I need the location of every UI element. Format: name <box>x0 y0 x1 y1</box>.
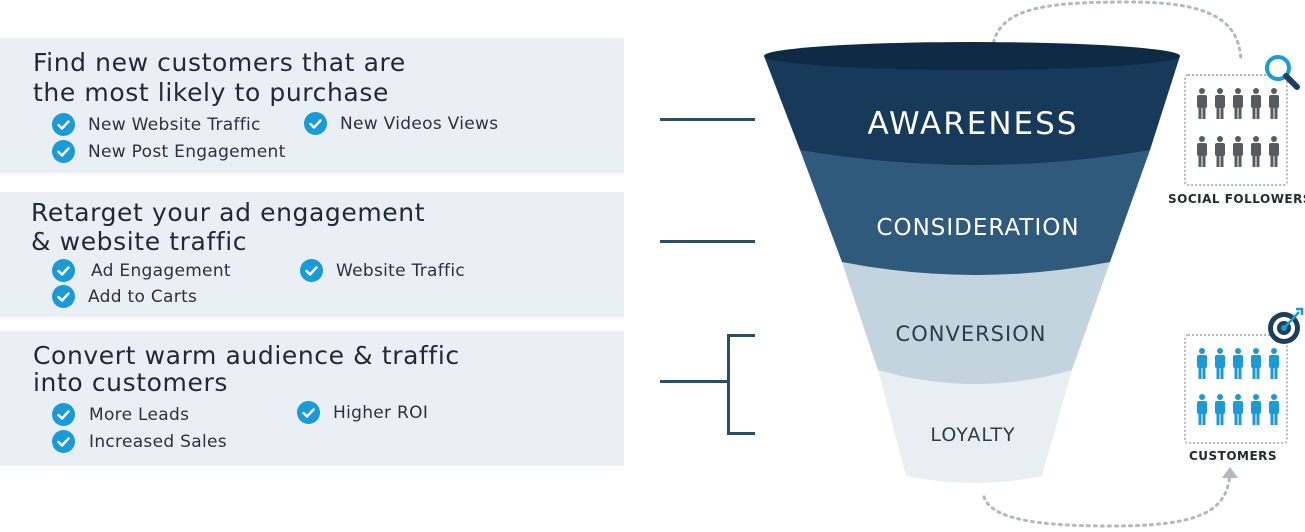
benefit-item: New Videos Views <box>304 112 498 135</box>
benefit-label: New Videos Views <box>340 113 499 134</box>
panel-convert: Convert warm audience & traffic into cus… <box>0 331 624 466</box>
check-circle-icon <box>52 259 75 282</box>
funnel-label-consideration: CONSIDERATION <box>876 215 1079 241</box>
check-circle-icon <box>52 285 75 308</box>
person-icon <box>1197 348 1279 425</box>
check-circle-icon <box>52 140 75 163</box>
panel-find-customers: Find new customers that are the most lik… <box>0 38 624 173</box>
check-circle-icon <box>304 112 327 135</box>
connector-bracket-top <box>727 334 755 337</box>
benefit-label: New Website Traffic <box>88 114 261 135</box>
funnel-label-conversion: CONVERSION <box>896 322 1047 346</box>
social-followers-box <box>1184 74 1288 186</box>
benefit-label: Higher ROI <box>333 402 429 423</box>
panel-title-line: Convert warm audience & traffic <box>33 341 460 370</box>
funnel-stage-awareness <box>764 56 1180 165</box>
funnel-stage-conversion <box>842 262 1110 384</box>
check-circle-icon <box>52 430 75 453</box>
benefit-item: New Post Engagement <box>52 140 286 163</box>
panel-retarget: Retarget your ad engagement & website tr… <box>0 192 624 317</box>
connector-consideration <box>660 240 755 243</box>
check-circle-icon <box>52 113 75 136</box>
benefit-label: More Leads <box>89 404 190 425</box>
benefit-item: Website Traffic <box>300 259 465 282</box>
connector-bracket-bottom <box>727 432 755 435</box>
panel-title-line: Retarget your ad engagement <box>31 198 426 227</box>
followers-people <box>1197 88 1279 167</box>
funnel-stage-loyalty <box>878 370 1072 483</box>
funnel-rim <box>764 42 1180 70</box>
target-icon <box>1268 307 1304 344</box>
connector-bracket-vertical <box>727 334 730 435</box>
person-icon <box>1197 88 1279 167</box>
benefit-item: New Website Traffic <box>52 113 261 136</box>
benefit-item: Add to Carts <box>52 285 197 308</box>
benefit-label: Website Traffic <box>336 260 466 281</box>
customers-people <box>1197 348 1279 425</box>
panel-title-line: & website traffic <box>31 227 248 256</box>
social-followers-label: SOCIAL FOLLOWERS <box>1168 192 1305 206</box>
funnel-label-awareness: AWARENESS <box>868 106 1079 142</box>
panel-title-line: into customers <box>33 368 228 397</box>
benefit-item: Higher ROI <box>297 401 428 424</box>
benefit-item: Ad Engagement <box>52 259 231 282</box>
benefit-label: Increased Sales <box>89 431 227 452</box>
panel-title-line: the most likely to purchase <box>33 78 389 107</box>
benefit-label: New Post Engagement <box>88 141 286 162</box>
check-circle-icon <box>300 259 323 282</box>
customers-box <box>1184 334 1288 444</box>
benefit-item: Increased Sales <box>52 430 227 453</box>
benefit-label: Add to Carts <box>88 286 198 307</box>
benefit-item: More Leads <box>52 403 189 426</box>
funnel-label-loyalty: LOYALTY <box>930 424 1015 446</box>
customers-label: CUSTOMERS <box>1188 449 1278 463</box>
benefit-label: Ad Engagement <box>91 260 231 281</box>
panel-title-line: Find new customers that are <box>33 48 406 77</box>
connector-bracket-stem <box>660 380 728 383</box>
magnifier-icon <box>1265 55 1300 90</box>
check-circle-icon <box>52 403 75 426</box>
check-circle-icon <box>297 401 320 424</box>
funnel-stage-consideration <box>800 150 1150 275</box>
connector-awareness <box>660 118 755 121</box>
